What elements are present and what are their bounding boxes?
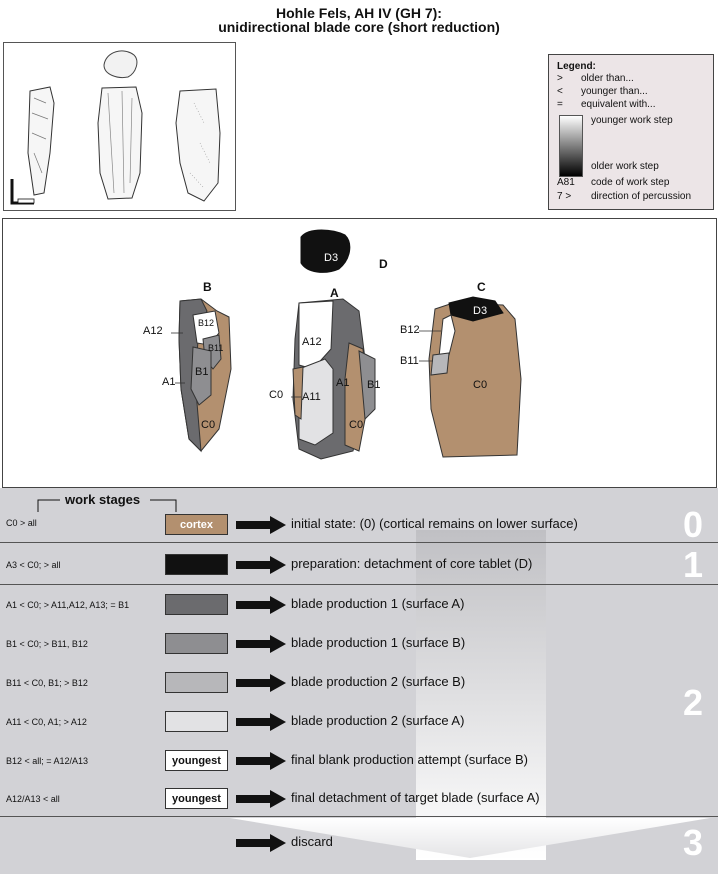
- legend-gradient-bar: [559, 115, 583, 177]
- label-b12: B12: [400, 324, 420, 336]
- cortex-swatch: cortex: [165, 514, 228, 535]
- stage-condition: B1 < C0; > B11, B12: [6, 639, 88, 649]
- artifact-sketch: [10, 50, 221, 205]
- surface-b1-swatch: [165, 633, 228, 654]
- legend-old-label: older work step: [591, 161, 659, 172]
- stage-separator: [0, 542, 718, 543]
- title-line-1: Hohle Fels, AH IV (GH 7):: [276, 5, 442, 21]
- label-a1: A1: [336, 377, 350, 389]
- surface-b11-swatch: [165, 672, 228, 693]
- stage-condition: A12/A13 < all: [6, 794, 60, 804]
- legend-row-equivalent: = equivalent with...: [557, 99, 656, 110]
- label-c0: C0: [473, 379, 488, 391]
- label-b1: B1: [367, 379, 381, 391]
- title-line-2: unidirectional blade core (short reducti…: [218, 19, 500, 35]
- stage-gradient-column: [416, 530, 546, 860]
- stage-description: blade production 2 (surface B): [291, 674, 466, 689]
- stage-number: 2: [683, 682, 704, 723]
- view-b-label: B: [203, 280, 212, 294]
- stage-separator: [0, 816, 718, 817]
- arrow-icon: [236, 752, 286, 770]
- label-a12: A12: [143, 325, 163, 337]
- core-diagram-svg: [171, 229, 522, 460]
- label-a1: A1: [162, 376, 176, 388]
- stage-number: 1: [683, 544, 704, 585]
- youngest-swatch: youngest: [165, 750, 228, 771]
- stage-description: final detachment of target blade (surfac…: [291, 790, 540, 805]
- legend-text: code of work step: [591, 177, 670, 188]
- legend-text: younger than...: [581, 86, 648, 97]
- surface-a1-swatch: [165, 594, 228, 615]
- stage-description: blade production 1 (surface B): [291, 635, 466, 650]
- arrow-icon: [236, 516, 286, 534]
- label-b12: B12: [198, 318, 215, 328]
- label-d3: D3: [473, 305, 488, 317]
- legend-symbol: =: [557, 99, 563, 110]
- discard-chevron: [230, 818, 710, 858]
- arrow-icon: [236, 635, 286, 653]
- arrow-icon: [236, 790, 286, 808]
- arrow-icon: [236, 596, 286, 614]
- label-c0: C0: [269, 389, 284, 401]
- stage-number: 3: [683, 822, 704, 863]
- label-c0: C0: [201, 419, 216, 431]
- label-d: D: [379, 257, 388, 271]
- stage-description: initial state: (0) (cortical remains on …: [291, 516, 578, 531]
- core-tablet-swatch: [165, 554, 228, 575]
- stage-condition: C0 > all: [6, 518, 37, 528]
- legend-symbol: A81: [557, 177, 575, 188]
- stage-condition: B12 < all; = A12/A13: [6, 756, 89, 766]
- view-a-label: A: [330, 286, 339, 300]
- artifact-drawing: [3, 42, 236, 211]
- arrow-icon: [236, 834, 286, 852]
- stage-description: blade production 1 (surface A): [291, 596, 465, 611]
- legend-text: older than...: [581, 73, 634, 84]
- label-c0: C0: [349, 419, 364, 431]
- legend-text: equivalent with...: [581, 99, 656, 110]
- label-a11: A11: [302, 391, 321, 403]
- label-b11: B11: [208, 343, 224, 353]
- legend-row-direction: 7 > direction of percussion: [557, 191, 691, 202]
- legend-row-older: > older than...: [557, 73, 634, 84]
- stage-condition: A3 < C0; > all: [6, 560, 61, 570]
- legend-row-younger: < younger than...: [557, 86, 648, 97]
- stage-number: 0: [683, 504, 704, 545]
- view-c-label: C: [477, 280, 486, 294]
- legend-young-label: younger work step: [591, 115, 673, 126]
- stage-description: discard: [291, 834, 333, 849]
- legend-text: direction of percussion: [591, 191, 692, 202]
- arrow-icon: [236, 674, 286, 692]
- core-diagram: B A12 B12 B11 A1 B1 C0 D3 D A A12 A11 A1…: [2, 218, 717, 488]
- stage-description: blade production 2 (surface A): [291, 713, 465, 728]
- arrow-icon: [236, 713, 286, 731]
- stage-description: final blank production attempt (surface …: [291, 752, 529, 767]
- legend-panel: Legend: >older than... <younger than... …: [548, 54, 714, 210]
- work-stages-heading: work stages: [65, 492, 141, 507]
- label-b11: B11: [400, 355, 419, 367]
- label-d3: D3: [324, 252, 339, 264]
- legend-symbol: 7 >: [557, 191, 572, 202]
- stage-condition: B11 < C0, B1; > B12: [6, 678, 88, 688]
- arrow-icon: [236, 556, 286, 574]
- legend-symbol: >: [557, 73, 563, 84]
- label-b1: B1: [195, 366, 209, 378]
- youngest-swatch: youngest: [165, 788, 228, 809]
- heading-bracket: [37, 499, 177, 512]
- legend-heading: Legend:: [557, 61, 596, 72]
- stage-description: preparation: detachment of core tablet (…: [291, 556, 533, 571]
- legend-row-code: A81 code of work step: [557, 177, 669, 188]
- label-a12: A12: [302, 336, 322, 348]
- legend-symbol: <: [557, 86, 563, 97]
- stage-separator: [0, 584, 718, 585]
- work-stages-panel: work stages C0 > all cortex initial stat…: [0, 488, 718, 874]
- surface-a11-swatch: [165, 711, 228, 732]
- stage-condition: A1 < C0; > A11,A12, A13; = B1: [6, 600, 130, 610]
- stage-condition: A11 < C0, A1; > A12: [6, 717, 87, 727]
